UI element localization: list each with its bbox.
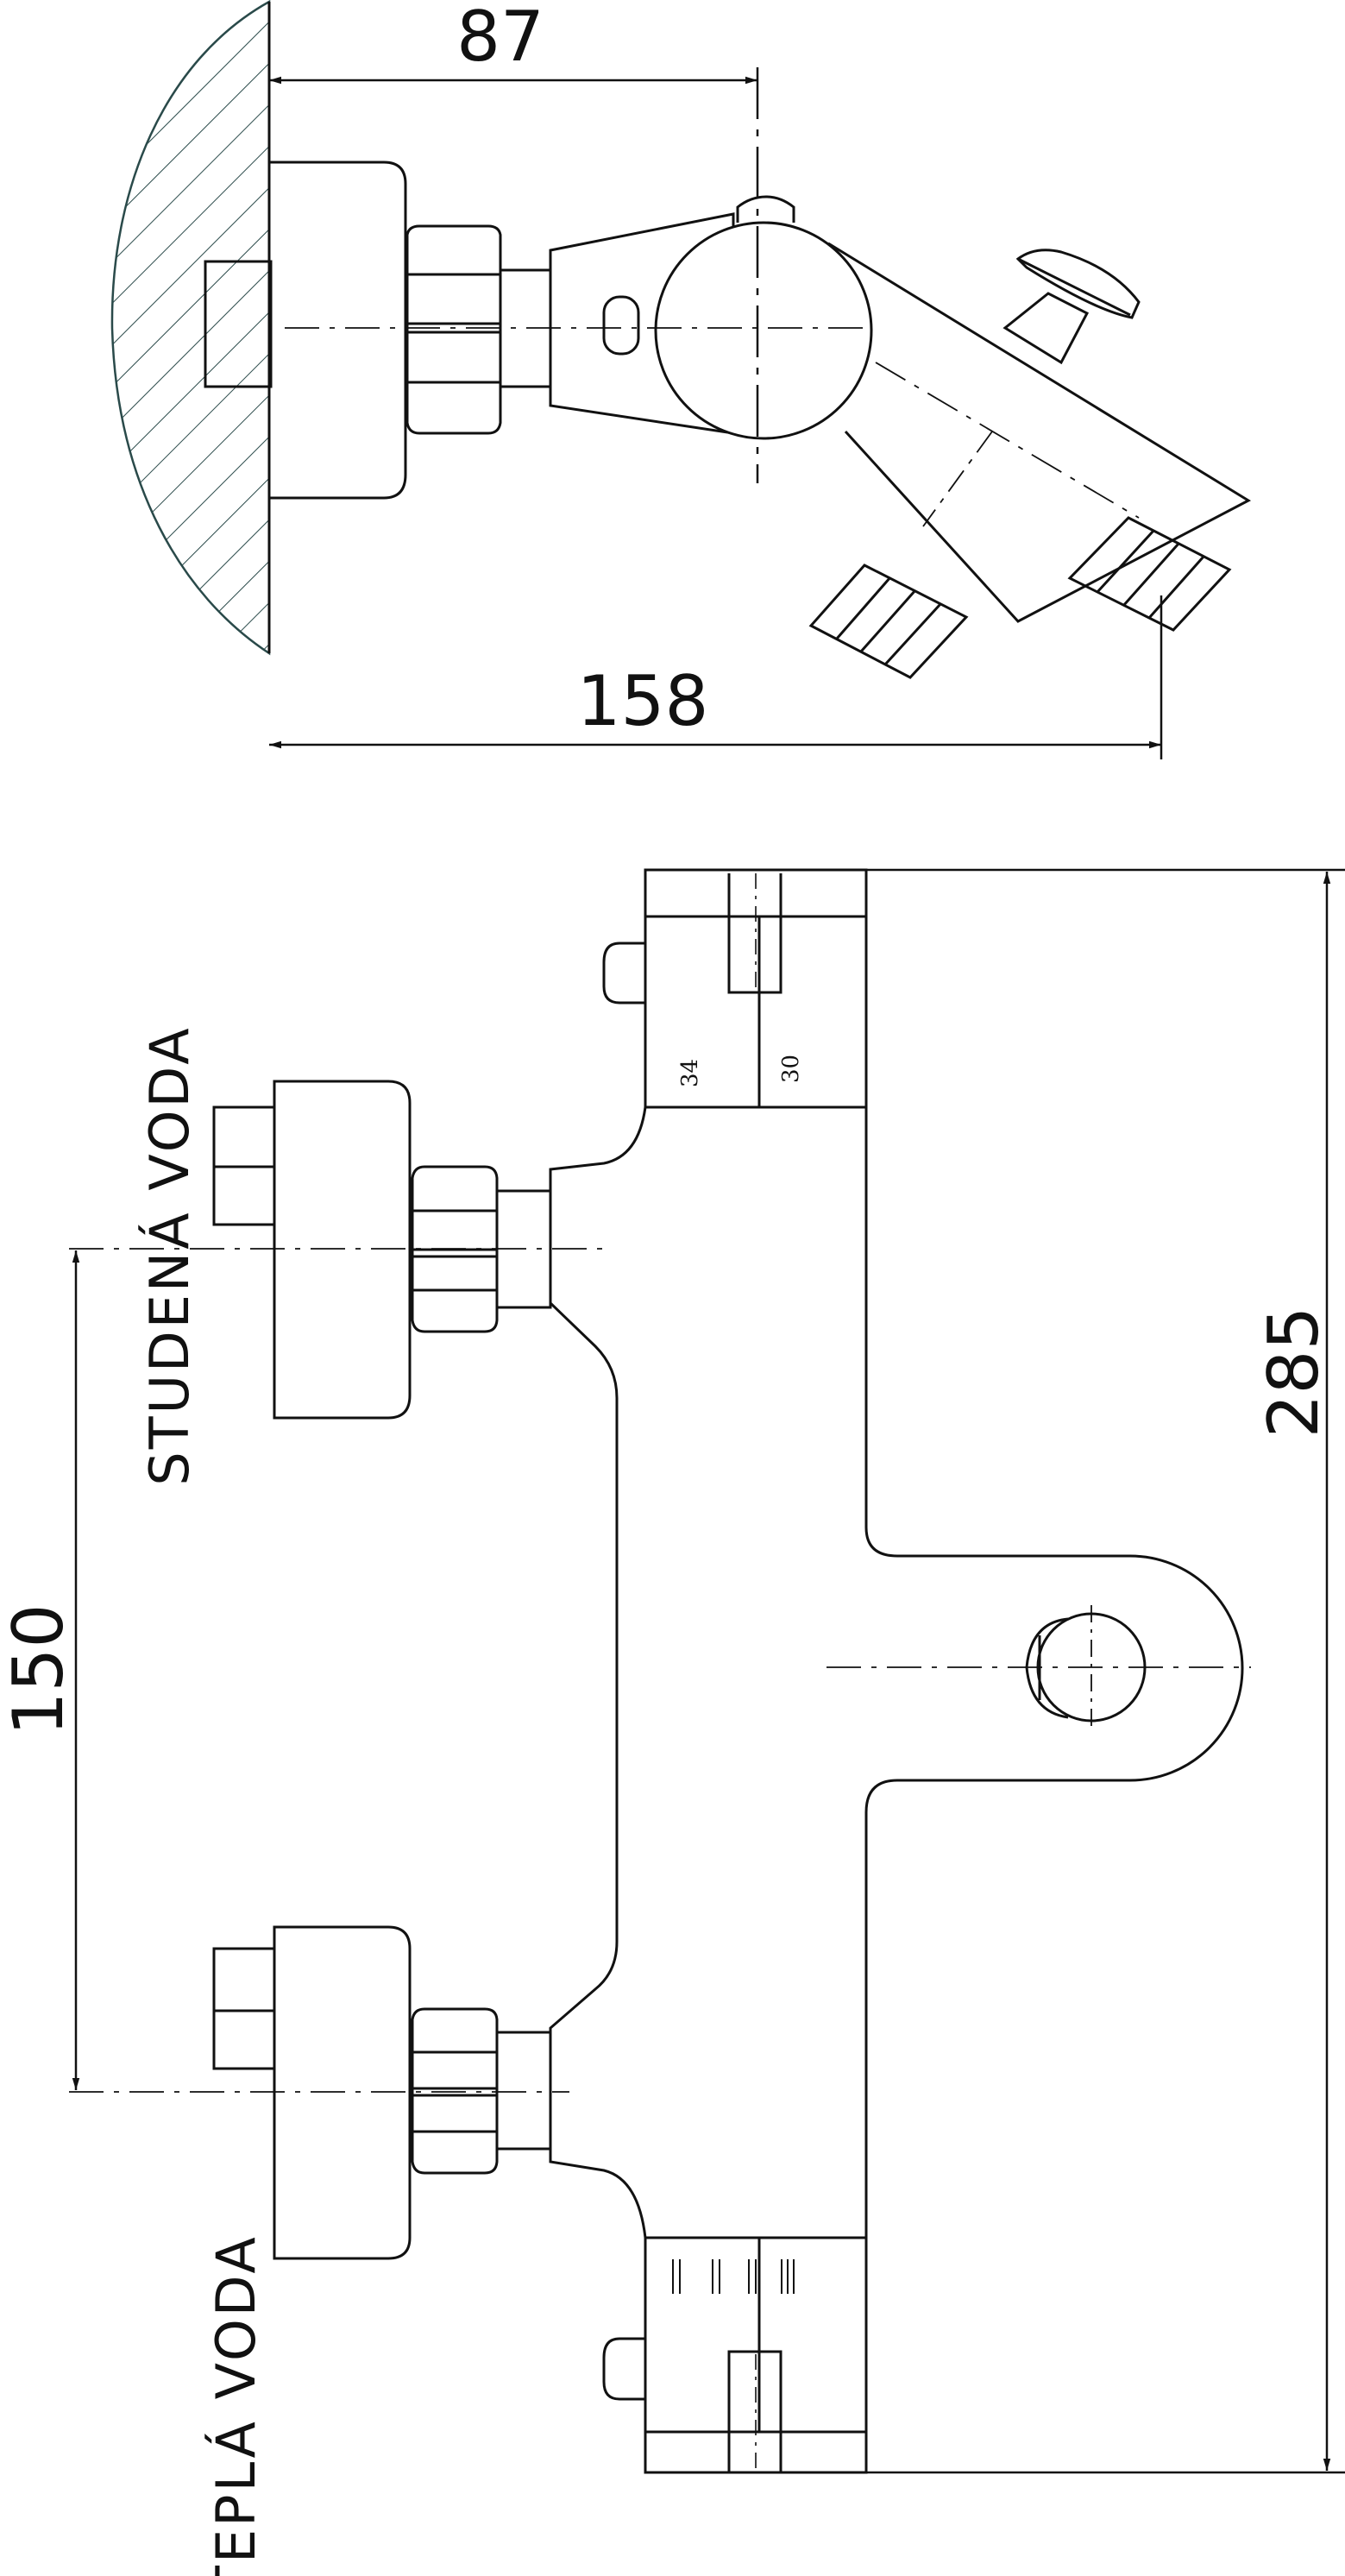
dimension-158-label: 158 — [577, 661, 709, 741]
dimension-87 — [269, 67, 759, 483]
side-view — [110, 0, 1252, 679]
dimension-158 — [269, 595, 1163, 759]
dimension-285 — [866, 868, 1345, 2474]
dimension-30-label: 30 — [778, 1055, 804, 1083]
front-view — [69, 868, 1251, 2474]
hot-water-label: TEPLÁ VODA — [204, 2234, 267, 2576]
dimension-150-label: 150 — [0, 1604, 79, 1736]
dimension-34-label: 34 — [677, 1059, 703, 1087]
dimension-285-label: 285 — [1254, 1307, 1334, 1439]
dimension-87-label: 87 — [456, 0, 544, 77]
cold-water-label: STUDENÁ VODA — [137, 1025, 201, 1485]
wall-hatch — [110, 0, 271, 656]
mixer-body — [864, 870, 1244, 2472]
